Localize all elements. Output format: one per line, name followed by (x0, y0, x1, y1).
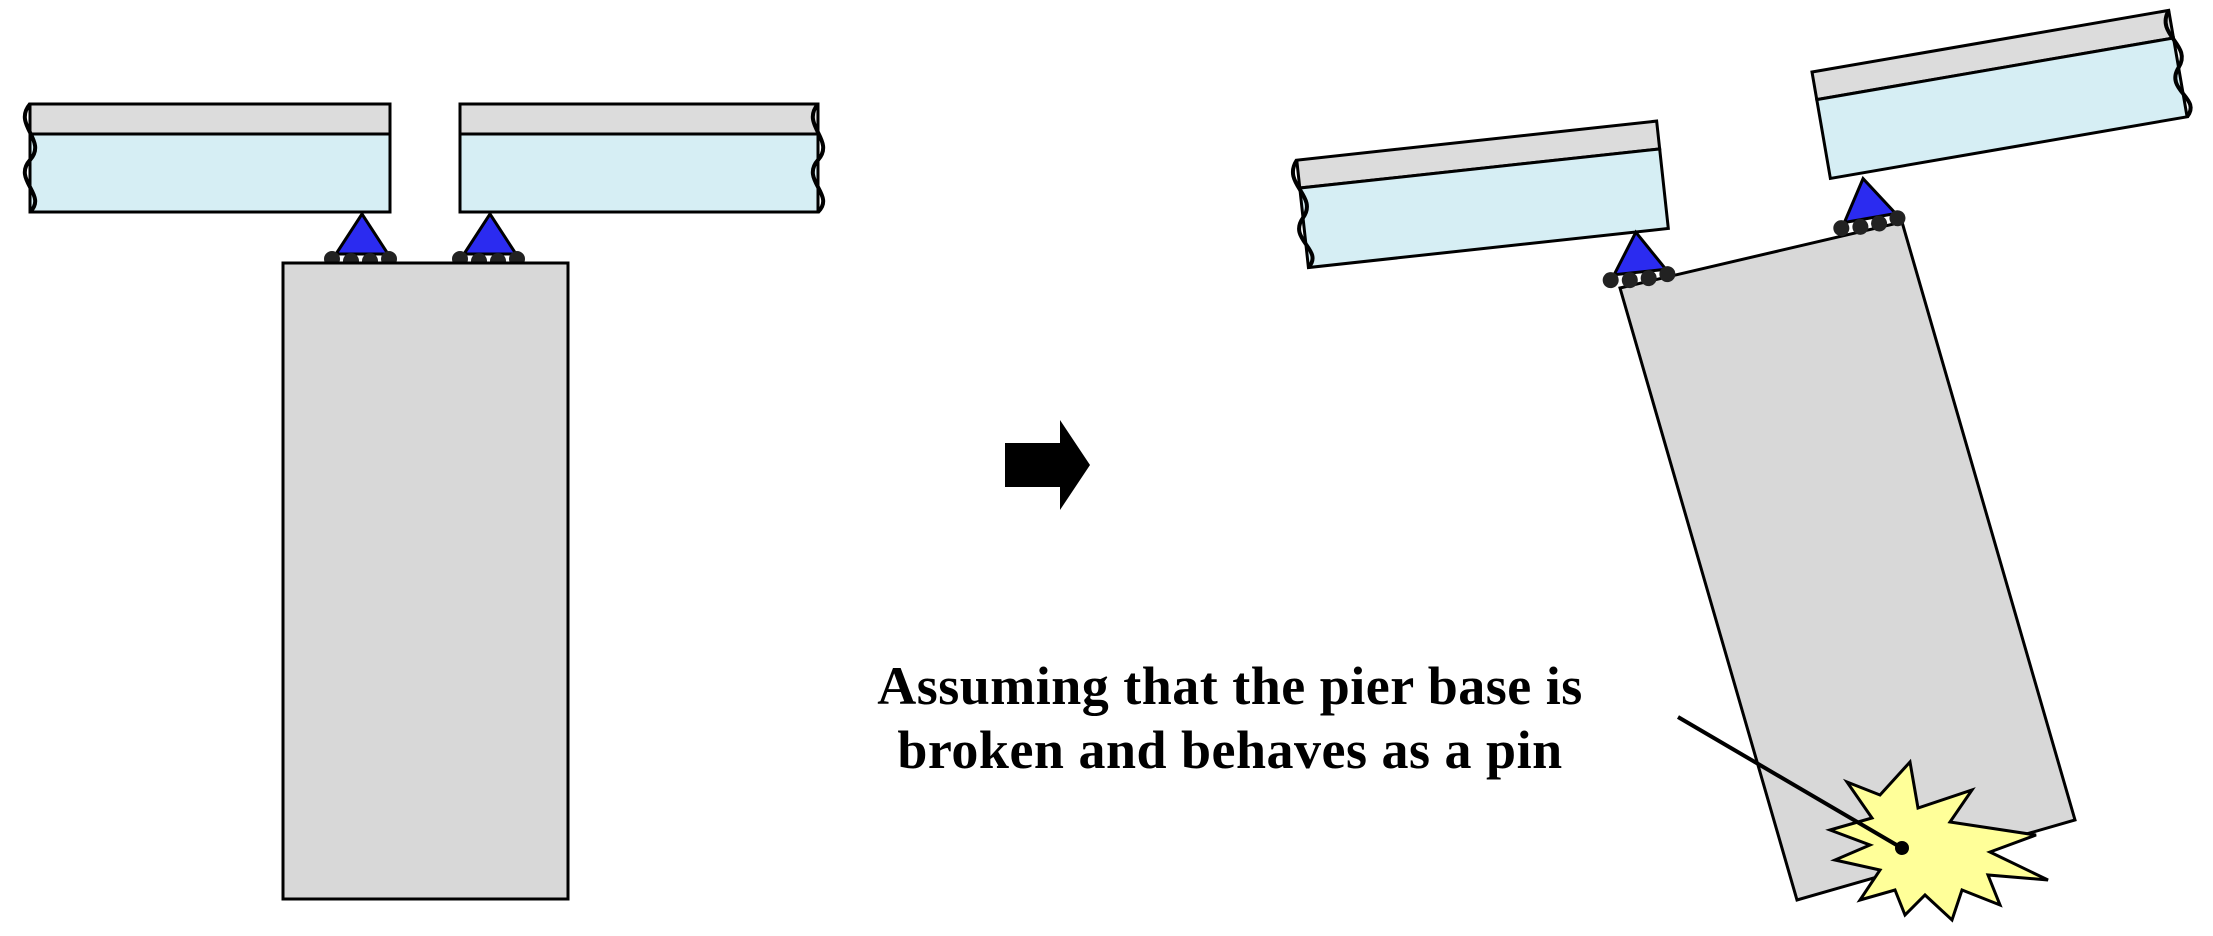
caption-line-1: Assuming that the pier base is (877, 656, 1583, 716)
bearing-icon (322, 212, 399, 271)
pier (281, 261, 570, 901)
right-girder-tilted (1810, 8, 2193, 181)
failure-caption: Assuming that the pier base is broken an… (700, 654, 1760, 782)
break-line (810, 102, 826, 214)
break-line (22, 102, 38, 214)
pin-point (1895, 841, 1909, 855)
arrow-right-icon (1005, 420, 1090, 510)
pier-tilted (1618, 220, 2077, 902)
failed-structure (1290, 8, 2193, 923)
right-girder (458, 102, 826, 214)
break-line (1290, 159, 1315, 269)
intact-structure (22, 102, 826, 901)
left-girder (22, 102, 392, 214)
left-girder-tilted (1290, 119, 1670, 270)
bearing-icon (450, 212, 527, 271)
burst-icon (1825, 758, 2049, 923)
caption-line-2: broken and behaves as a pin (897, 720, 1563, 780)
leader-line (1676, 715, 1902, 849)
bearing-icon (1596, 227, 1678, 293)
break-line (2163, 9, 2193, 119)
